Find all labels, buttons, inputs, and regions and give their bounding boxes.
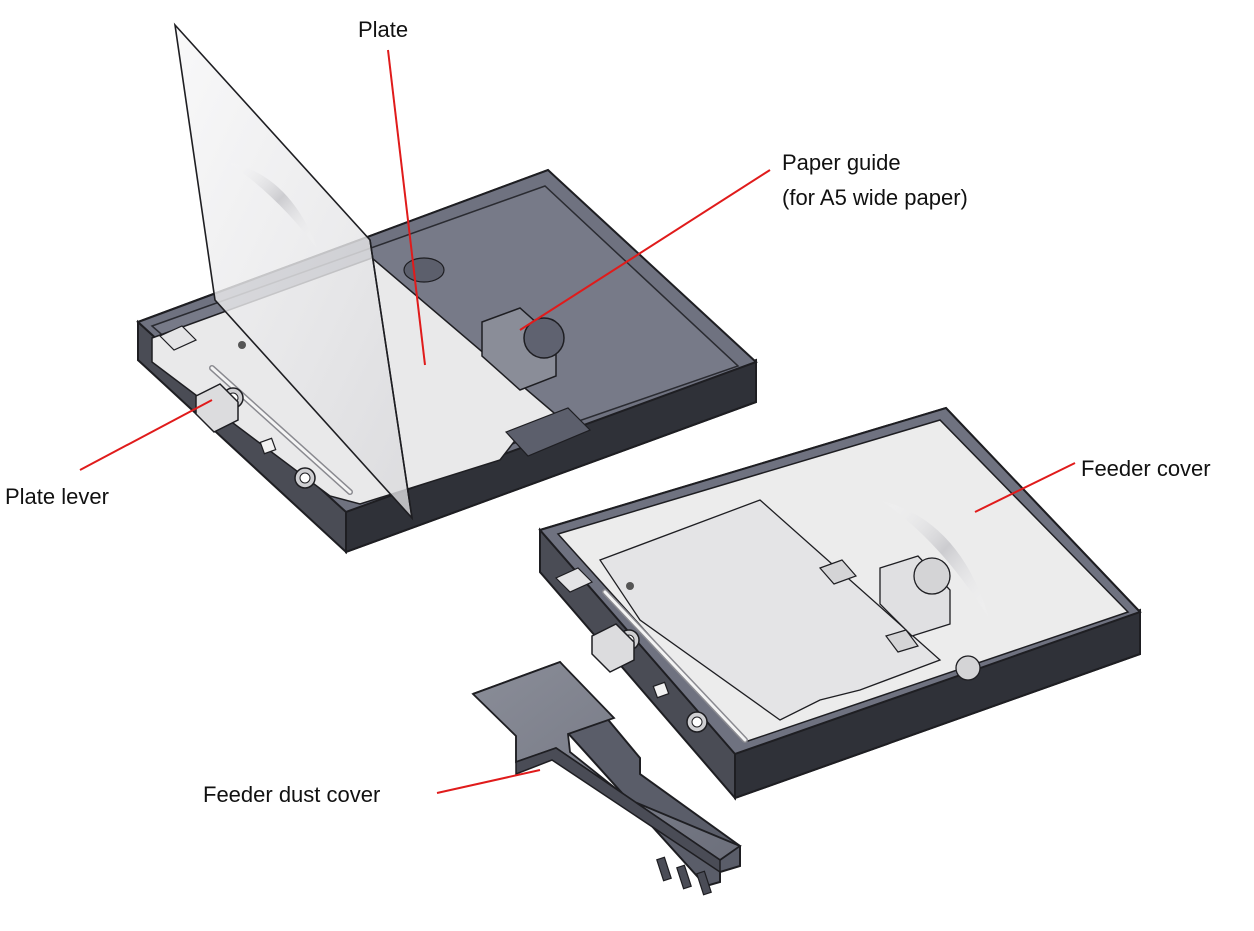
right-feeder-tray	[538, 406, 1142, 801]
left-hole-3	[238, 341, 246, 349]
leader-lines	[79, 49, 1076, 794]
leader-feeder-dust-cover	[436, 769, 541, 794]
leader-plate	[387, 49, 426, 366]
left-plate-lever-tab	[195, 383, 239, 433]
label-paper-guide-line2: (for A5 wide paper)	[782, 185, 968, 210]
plate-raised	[173, 22, 414, 521]
leader-paper-guide	[519, 169, 771, 331]
leader-plate-lever	[79, 399, 213, 471]
label-feeder-dust-cover: Feeder dust cover	[203, 782, 380, 807]
label-paper-guide-line1: Paper guide	[782, 150, 901, 175]
leader-feeder-cover	[974, 462, 1076, 513]
feeder-dust-cover-part	[471, 660, 742, 896]
label-feeder-cover: Feeder cover	[1081, 456, 1211, 481]
label-plate-lever: Plate lever	[5, 484, 109, 509]
label-plate: Plate	[358, 17, 408, 42]
right-inner-plate	[599, 499, 942, 721]
left-clip	[259, 437, 277, 455]
